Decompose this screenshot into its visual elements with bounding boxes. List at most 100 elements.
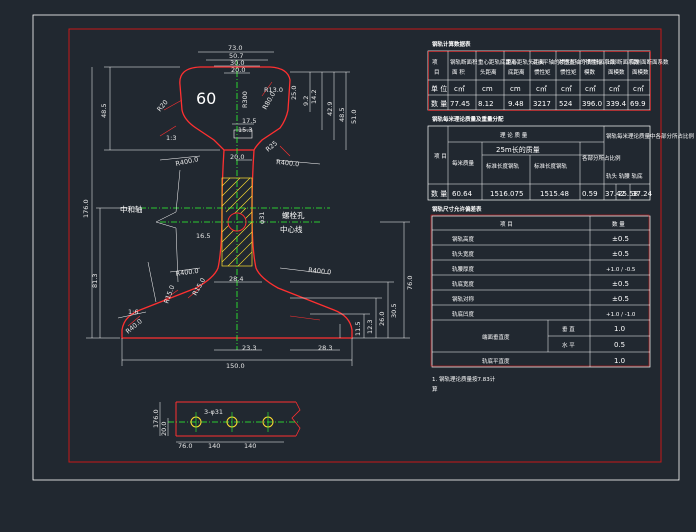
- t1-unit-3: cm: [510, 85, 521, 93]
- t1-unit-7: c㎡: [609, 85, 620, 93]
- label-neutral-axis: 中和轴: [120, 204, 143, 214]
- t1-h1: 钢轨断面积: [450, 58, 478, 66]
- t1-data-0: 数 量: [431, 99, 447, 108]
- detail-p1: 76.0: [178, 442, 192, 450]
- table1-frame: [427, 50, 651, 111]
- dim-neutral-height: 81.3: [91, 274, 99, 288]
- t3-h2: 数 量: [612, 220, 625, 228]
- t2-col1: 项 目: [434, 153, 447, 160]
- t1-unit-8: c㎡: [633, 85, 644, 93]
- dim-base-slope: 1:6: [128, 308, 138, 316]
- dim-foot-h5: 76.0: [406, 276, 414, 290]
- t1-unit-1: c㎡: [454, 85, 465, 93]
- t3-row5-value: +1.0 / -1.0: [606, 312, 636, 318]
- t1-h3b: 底距离: [508, 68, 525, 76]
- t1-h0: 项: [432, 59, 438, 66]
- t2-col2: 理 论 质 量: [500, 131, 528, 139]
- label-bolt-centerline: 中心线: [280, 224, 303, 234]
- rail-head-outline: [179, 66, 291, 151]
- dim-top-r1: R13.0: [264, 86, 283, 94]
- t1-h4: 对水平轴的惯性矩: [532, 58, 577, 66]
- t3-row1-value: ±0.5: [612, 250, 629, 258]
- t2-data-3: 1515.48: [540, 190, 569, 198]
- t1-data-5: 524: [559, 100, 573, 108]
- dim-r40b: R40.0: [124, 317, 144, 335]
- t1-h6: 下部断面系数: [582, 58, 616, 66]
- table-calc-data: 钢轨计算数据表 项 目 钢轨断面积 面 积 重心距轨底距离 头距离 重心距轨头距…: [427, 40, 669, 111]
- t3-row0-item: 钢轨高度: [452, 235, 475, 243]
- detail-h1: 176.0: [152, 409, 160, 428]
- t3-row7-sub: 水 平: [562, 341, 575, 349]
- t3-row6-sub: 垂 直: [562, 325, 575, 333]
- dim-head-w3: 30.0: [230, 59, 244, 67]
- t3-h1: 项 目: [500, 221, 513, 228]
- table3-title: 钢轨尺寸允许偏差表: [432, 205, 482, 213]
- note-line2: 算: [432, 385, 438, 393]
- dim-foot-h: 26.0: [378, 312, 386, 326]
- dim-r20: R20: [155, 98, 169, 113]
- dim-hole-diameter: φ31: [258, 211, 266, 224]
- dimension-lines: [86, 51, 410, 366]
- t2-sub1: 每米质量: [452, 159, 475, 167]
- dim-web-w2: 15.3: [238, 126, 252, 134]
- t1-data-1: 77.45: [450, 100, 470, 108]
- t2-sub4: 各部分所占比例: [582, 154, 621, 162]
- dim-side-h3: 14.2: [310, 90, 318, 104]
- t1-data-7: 339.4: [606, 100, 627, 108]
- t1-h8b: 面模数: [632, 68, 649, 76]
- t3-row7-value: 0.5: [614, 341, 625, 349]
- t2-data-6: 25.58: [618, 190, 638, 198]
- t1-h7b: 面模数: [608, 68, 625, 76]
- dim-r15: R15.0: [162, 284, 176, 305]
- dim-r400-bottom-right: R400.0: [308, 266, 332, 276]
- table1-title: 钢轨计算数据表: [432, 40, 471, 48]
- dim-base-w1: 28.4: [229, 275, 243, 283]
- dim-side-h2: 9.2: [302, 96, 310, 106]
- dim-r400-bottom-left: R400.0: [175, 267, 199, 278]
- table2-title: 钢轨每米理论质量及重量分配: [432, 115, 504, 123]
- t3-row4-value: ±0.5: [612, 295, 629, 303]
- t1-h2b: 头距离: [480, 68, 497, 76]
- t3-row6-item: 端面垂直度: [482, 333, 510, 341]
- table-tolerances: 钢轨尺寸允许偏差表 项 目 数 量 钢轨高度 ±0.5 轨头宽度 ±0.5 轨腰…: [430, 205, 651, 368]
- t1-unit-4: c㎡: [536, 85, 547, 93]
- t2-data-1: 60.64: [452, 190, 473, 198]
- t2-data-7: 37.24: [632, 190, 653, 198]
- t1-unit-0: 单 位: [431, 84, 447, 93]
- dim-side-h6: 48.5: [338, 108, 346, 122]
- t2-sub2: 标准长度钢轨: [486, 162, 520, 170]
- drawing-frame: [68, 28, 662, 463]
- dim-total-height: 176.0: [82, 199, 90, 218]
- dim-top-r2: R300: [241, 91, 249, 108]
- t3-row3-value: ±0.5: [612, 280, 629, 288]
- dim-side-h7: 51.0: [350, 110, 358, 124]
- t1-unit-6: c㎡: [585, 85, 596, 93]
- t1-data-8: 69.9: [630, 100, 646, 108]
- dim-head-w2: 50.7: [229, 52, 243, 60]
- t3-row8-item: 轨底平直度: [482, 357, 510, 365]
- head-inner-marker: [233, 129, 253, 139]
- t1-h2: 重心距轨底距离: [478, 58, 517, 66]
- t1-h3: 重心距轨头距离: [506, 58, 545, 66]
- t2-data-0: 数 量: [431, 189, 447, 198]
- t1-h5: 对垂直轴的惯性矩: [558, 58, 603, 66]
- dim-hole-pitch: 28.3: [318, 344, 332, 352]
- t1-data-6: 396.0: [582, 100, 602, 108]
- t3-row2-item: 轨腰厚度: [452, 265, 475, 273]
- dim-foot-h3: 11.5: [354, 322, 362, 336]
- t3-row4-item: 钢轨对称: [452, 295, 475, 303]
- t2-col4: 钢轨每米理论质量中各部分所占比例: [606, 132, 695, 140]
- dim-slope1: 1:3: [166, 134, 176, 142]
- dim-web-w3: 17.5: [242, 117, 256, 125]
- t3-row6-value: 1.0: [614, 325, 625, 333]
- t2-sub5: 轨头 轨腰 轨底: [606, 172, 643, 180]
- dim-base-e: 23.3: [242, 344, 256, 352]
- dim-side-h4: 25.0: [290, 86, 298, 100]
- dim-fish-a: 20.0: [230, 153, 244, 161]
- dim-base-width: 150.0: [226, 362, 245, 370]
- t3-row5-item: 轨底凹度: [452, 310, 475, 318]
- table-mass-distribution: 钢轨每米理论质量及重量分配 项 目 理 论 质 量 25m长的质量 钢轨每米理论…: [427, 115, 695, 201]
- rail-type-label: 60: [196, 89, 216, 108]
- t1-unit-5: c㎡: [561, 85, 572, 93]
